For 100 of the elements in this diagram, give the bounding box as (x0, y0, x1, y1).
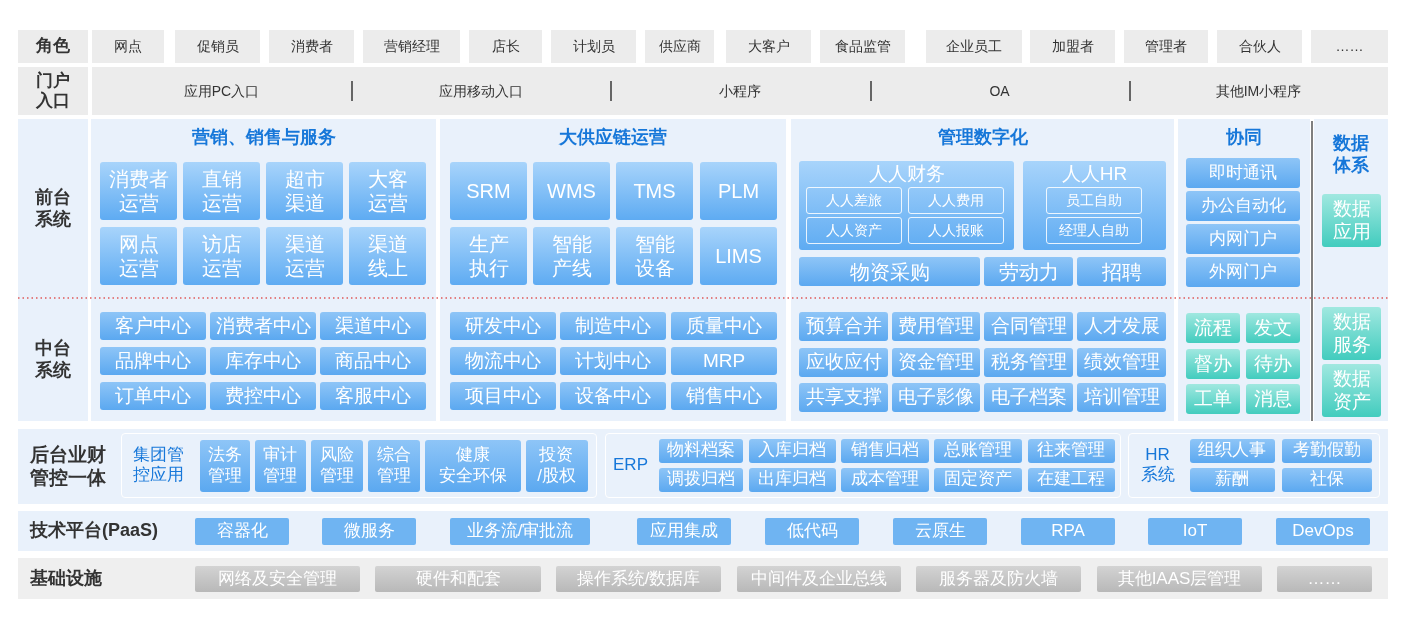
module-tile (616, 227, 693, 285)
module-tile (320, 382, 426, 410)
module-tile (210, 382, 316, 410)
module-tile (450, 347, 556, 375)
module-label: 制造中心 (575, 314, 651, 338)
module-label: 网点运营 (118, 232, 159, 280)
system-group-panel (1128, 433, 1380, 498)
row-title: 门户入口 (36, 70, 70, 112)
panel-heading: 大供应链运营 (559, 127, 667, 149)
module-tile (266, 227, 343, 285)
module-label: 投资/股权 (537, 445, 576, 486)
module-tile (1097, 566, 1262, 592)
module-tile (254, 439, 306, 492)
module-label: 人才发展 (1083, 315, 1160, 338)
module-label: 预算合并 (805, 315, 882, 338)
module-label: 外网门户 (1209, 261, 1277, 283)
module-label: 流程 (1194, 316, 1232, 340)
module-label: 合同管理 (990, 315, 1067, 338)
module-tile (1077, 348, 1166, 377)
module-tile (1322, 194, 1381, 247)
module-label: RPA (1051, 521, 1085, 542)
system-group-panel (121, 433, 597, 498)
module-label: 直销运营 (201, 167, 242, 215)
portal-bar (92, 67, 1388, 115)
module-tile (984, 257, 1073, 286)
module-tile (450, 162, 527, 220)
module-tile (658, 467, 743, 492)
module-tile (533, 162, 610, 220)
module-label: 法务管理 (207, 445, 242, 486)
module-tile (637, 518, 731, 545)
module-tile (748, 467, 836, 492)
module-label: TMS (633, 179, 676, 203)
module-label: 培训管理 (1083, 386, 1160, 409)
module-tile (799, 383, 888, 412)
submodule-label: 人人费用 (928, 192, 984, 209)
module-tile (737, 566, 901, 592)
module-label: 劳动力 (998, 259, 1059, 284)
group-title: 集团管控应用 (132, 444, 184, 486)
module-label: 督办 (1194, 352, 1232, 376)
module-label: 设备中心 (575, 384, 651, 408)
module-tile (840, 467, 929, 492)
module-label: 消费者运营 (108, 167, 169, 215)
portal-entry-label: 其他IM小程序 (1215, 82, 1302, 100)
submodule-tile (908, 217, 1004, 244)
module-tile (799, 257, 980, 286)
layer-header-panel (18, 119, 88, 421)
module-tile (916, 566, 1081, 592)
module-tile (1186, 224, 1300, 254)
role-label: …… (1335, 38, 1364, 55)
submodule-tile (908, 187, 1004, 214)
module-label: 中间件及企业总线 (751, 568, 887, 590)
layer-band (18, 558, 1388, 599)
module-tile (984, 348, 1073, 377)
module-label: 超市渠道 (284, 167, 325, 215)
module-tile (100, 227, 177, 285)
layer-band (18, 511, 1388, 551)
module-tile (450, 382, 556, 410)
group-heading: 人人财务 (868, 162, 945, 186)
module-label: 客户中心 (115, 314, 191, 338)
module-tile (840, 438, 929, 463)
module-label: 在建工程 (1037, 469, 1105, 490)
module-group-tile (1023, 161, 1166, 250)
module-tile (349, 162, 426, 220)
submodule-label: 员工自助 (1066, 192, 1122, 209)
panel-heading: 管理数字化 (937, 127, 1028, 149)
module-label: 智能产线 (551, 232, 592, 280)
module-tile (765, 518, 859, 545)
module-tile (616, 162, 693, 220)
module-tile (1186, 191, 1300, 221)
module-label: 应用集成 (650, 521, 718, 542)
module-label: 薪酬 (1215, 469, 1249, 490)
role-label: 网点 (114, 38, 142, 55)
module-tile (1276, 518, 1370, 545)
module-label: 物料档案 (666, 440, 735, 461)
module-tile (100, 382, 206, 410)
module-label: 物资采购 (849, 259, 930, 284)
module-group-tile (799, 161, 1014, 250)
panel-heading: 营销、销售与服务 (191, 127, 336, 149)
module-tile (1077, 257, 1166, 286)
module-label: 业务流/审批流 (466, 521, 574, 542)
module-label: 工单 (1194, 387, 1232, 411)
module-tile (560, 347, 666, 375)
role-label: 营销经理 (383, 38, 440, 55)
domain-panel (791, 119, 1174, 421)
module-label: 共享支撑 (805, 386, 882, 409)
module-tile (1186, 384, 1240, 414)
domain-panel (440, 119, 786, 421)
module-label: 健康安全环保 (438, 445, 507, 486)
module-tile (1189, 438, 1275, 463)
module-label: 费用管理 (898, 315, 974, 338)
module-label: 消息 (1254, 387, 1292, 411)
role-label: 大客户 (747, 38, 790, 55)
module-tile (210, 312, 316, 340)
module-label: 访店运营 (201, 232, 242, 280)
module-label: 绩效管理 (1083, 351, 1160, 374)
module-tile (349, 227, 426, 285)
module-tile (1281, 438, 1372, 463)
module-label: 出库归档 (758, 469, 826, 490)
module-label: 综合管理 (376, 445, 411, 486)
group-heading: 人人HR (1061, 162, 1128, 186)
